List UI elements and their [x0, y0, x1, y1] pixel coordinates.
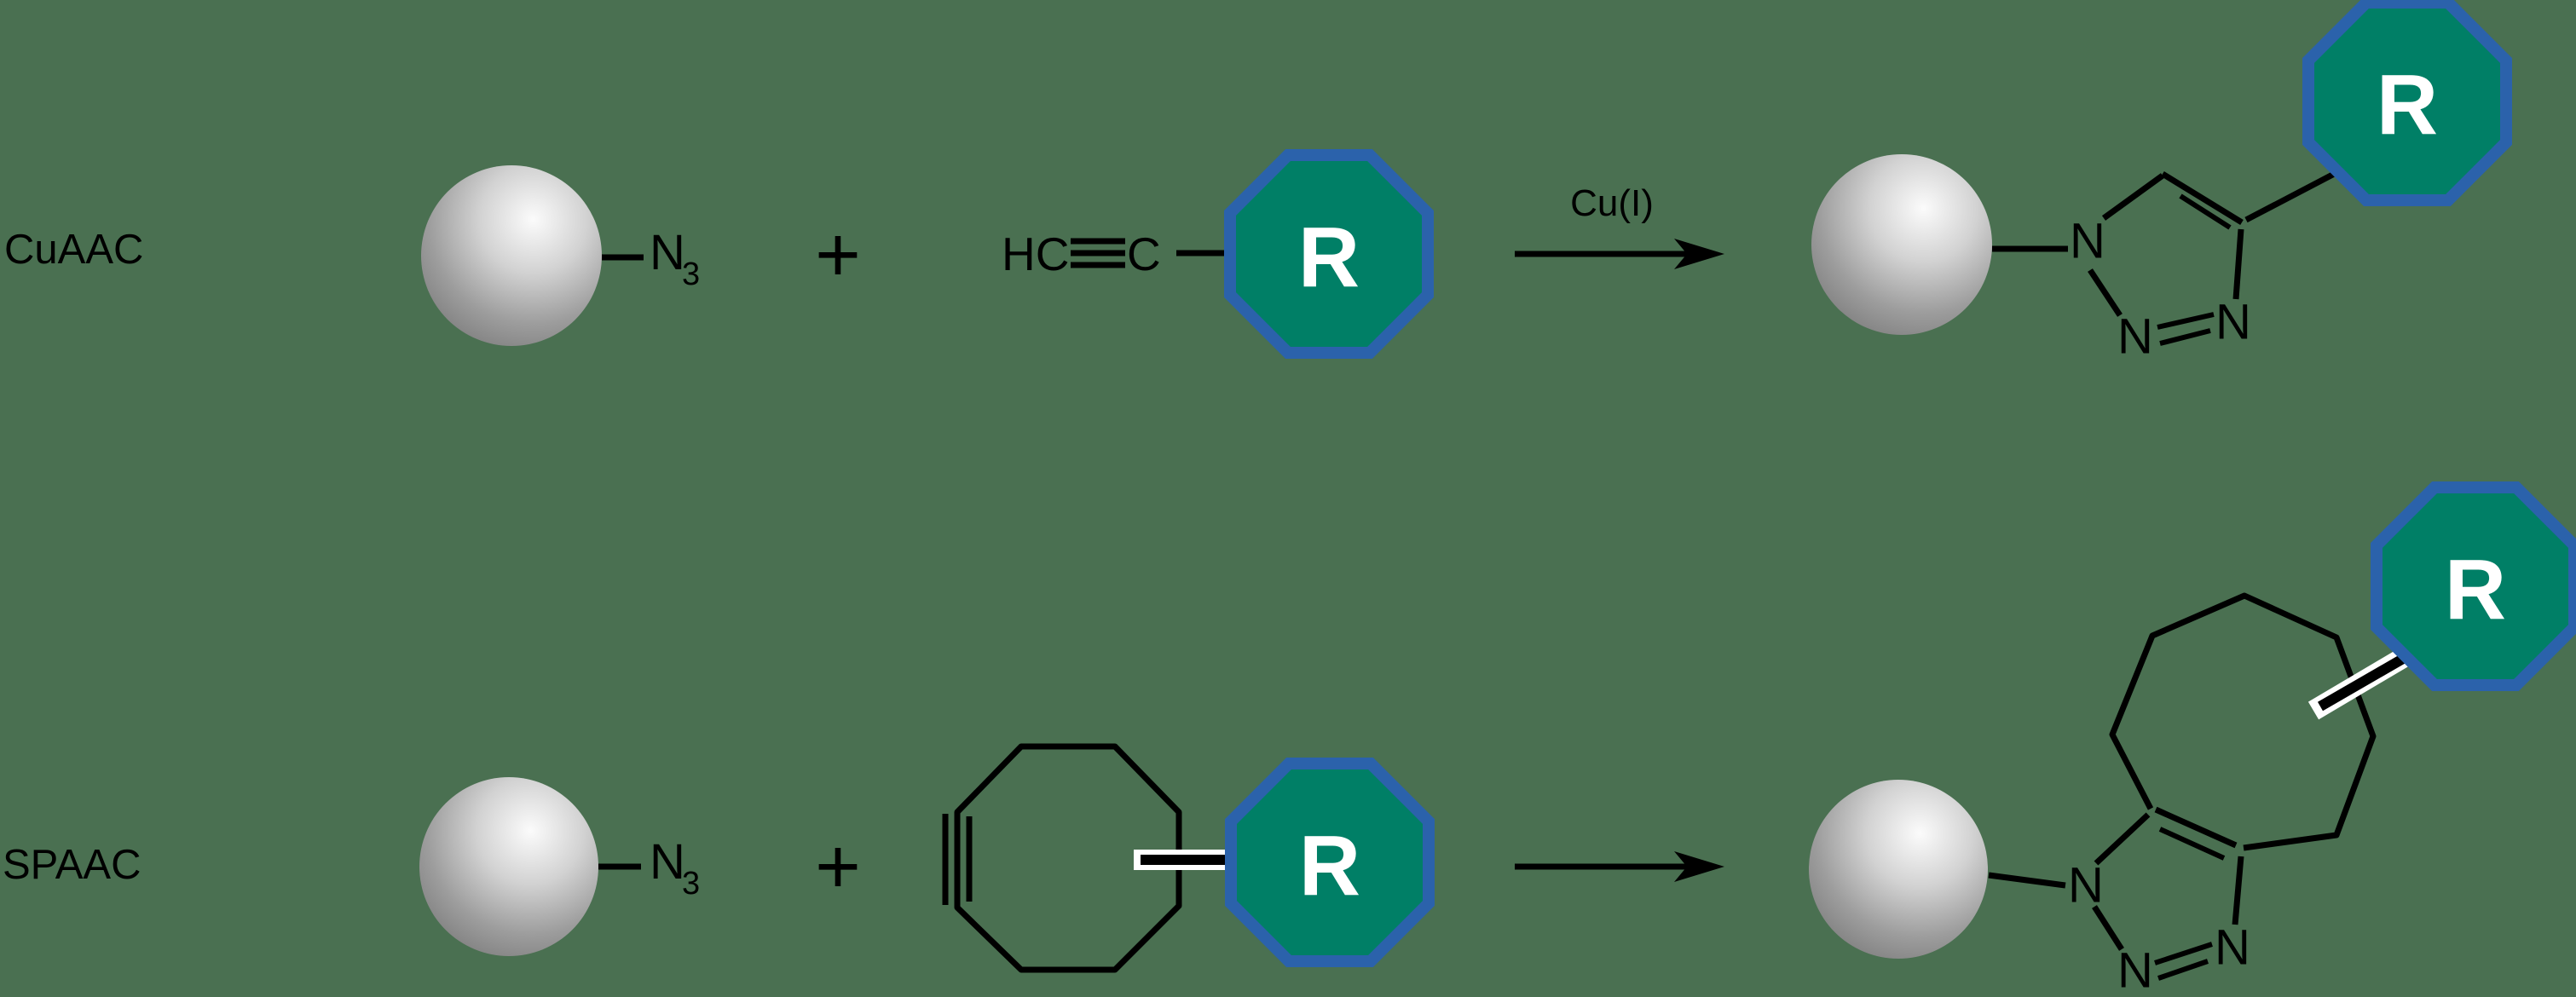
azide-n-label: N: [650, 834, 685, 890]
triazole-ring: N N N: [2070, 171, 2251, 365]
terminal-alkyne: HC C R: [1002, 149, 1434, 359]
cyclooctyne: R: [942, 743, 1435, 973]
alkyne-hc-label: HC: [1002, 228, 1069, 280]
r-octagon-cyclooctyne: [1225, 758, 1435, 967]
r-group-label: R: [1298, 210, 1360, 305]
bead-sphere-cuaac-reactant: [421, 165, 602, 346]
spaac-row-label: SPAAC: [3, 842, 141, 888]
cuaac-row: CuAAC N 3 + HC C R Cu(I): [4, 0, 2512, 365]
triple-bond: [1071, 238, 1125, 268]
catalyst-label: Cu(I): [1570, 182, 1654, 224]
azide-group-spaac: N 3: [650, 834, 700, 902]
triazole-n3-label: N: [2215, 295, 2251, 350]
alkyne-c-label: C: [1127, 228, 1161, 280]
r-octagon-cuaac-product: [2302, 0, 2512, 206]
cyclooctyne-ring: [954, 743, 1182, 973]
bead-sphere-spaac-reactant: [419, 777, 598, 956]
r-group-label: R: [2445, 542, 2506, 637]
azide-n-label: N: [650, 225, 685, 280]
spaac-product: N N N R: [1809, 481, 2576, 997]
azide-subscript: 3: [682, 866, 700, 902]
azide-subscript: 3: [682, 256, 700, 292]
triazole-n2-label: N: [2117, 943, 2153, 997]
cuaac-product: N N N R: [1811, 0, 2512, 365]
spaac-reaction-arrow: [1515, 851, 1724, 882]
spaac-row: SPAAC N 3 + R: [3, 481, 2576, 997]
r-octagon-alkyne: [1224, 149, 1434, 359]
fused-cyclooctane-ring: [2109, 592, 2377, 851]
bead-sphere-spaac-product: [1809, 780, 1988, 959]
fused-triazole-ring: N N N: [2068, 806, 2250, 997]
r-group-label: R: [2377, 57, 2438, 153]
cuaac-reaction-arrow: Cu(I): [1515, 182, 1724, 269]
triazole-n1-label: N: [2070, 214, 2105, 269]
r-group-label: R: [1299, 818, 1360, 913]
triazole-r-bond: [2244, 168, 2341, 223]
ring-r-bond: [2317, 648, 2417, 712]
ring-triple-bond: [942, 814, 973, 905]
bead-sphere-cuaac-product: [1811, 154, 1992, 335]
triazole-n1-label: N: [2068, 858, 2104, 913]
azide-group-cuaac: N 3: [650, 225, 700, 292]
triazole-n3-label: N: [2215, 920, 2250, 976]
plus-sign-row2: +: [815, 823, 861, 910]
triazole-n2-label: N: [2117, 309, 2153, 365]
r-octagon-spaac-product: [2371, 481, 2576, 691]
plus-sign-row1: +: [815, 211, 861, 298]
arrowhead-row2: [1674, 851, 1724, 882]
cuaac-row-label: CuAAC: [4, 227, 143, 273]
bead-triazole-bond: [1988, 872, 2066, 889]
arrowhead-row1: [1674, 239, 1724, 269]
